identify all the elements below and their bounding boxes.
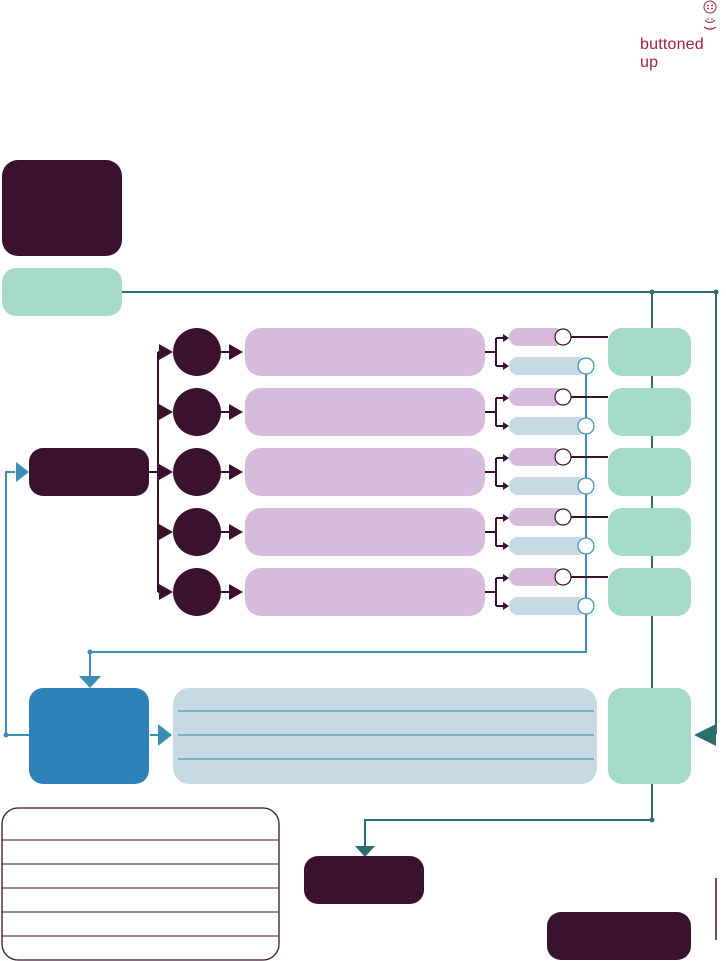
- outcome-yes-node: [554, 568, 572, 586]
- connector-dot: [713, 289, 719, 295]
- arrow-right-icon: [158, 724, 172, 746]
- notes-panel: [173, 688, 597, 784]
- result-block: [608, 328, 691, 376]
- connector-dot: [3, 732, 9, 738]
- button-face-logo-icon: [698, 0, 724, 34]
- outcome-no-tag: [509, 477, 587, 495]
- outcome-yes-tag: [509, 328, 564, 346]
- outcome-yes-node: [554, 328, 572, 346]
- branch-row-1: [158, 328, 691, 376]
- step-circle: [173, 328, 221, 376]
- arrow-left-icon: [694, 724, 716, 746]
- outcome-no-tag: [509, 597, 587, 615]
- arrow-down-icon: [355, 846, 375, 857]
- outcome-no-node: [577, 537, 595, 555]
- footer-block: [547, 912, 691, 960]
- step-description-block: [245, 328, 485, 376]
- start-block: [2, 268, 122, 316]
- outcome-no-node: [577, 477, 595, 495]
- outcome-no-node: [577, 597, 595, 615]
- result-block: [608, 568, 691, 616]
- hub-block: [29, 448, 149, 496]
- branch-row-4: [158, 508, 691, 556]
- outcome-no-tag: [509, 537, 587, 555]
- step-circle: [173, 388, 221, 436]
- outcome-yes-node: [554, 388, 572, 406]
- outcome-no-tag: [509, 357, 587, 375]
- step-description-block: [245, 568, 485, 616]
- branch-row-3: [158, 448, 691, 496]
- final-result-block: [608, 688, 691, 784]
- end-block: [304, 856, 424, 904]
- outcome-no-tag: [509, 417, 587, 435]
- review-block: [29, 688, 149, 784]
- step-circle: [173, 508, 221, 556]
- branch-trunk: [149, 352, 159, 592]
- arrow-down-icon: [79, 676, 101, 688]
- connector-dot: [649, 289, 655, 295]
- blue-feedback-line: [5, 365, 587, 736]
- arrow-right-icon: [16, 462, 29, 482]
- outcome-no-node: [577, 357, 595, 375]
- branch-row-5: [158, 568, 691, 616]
- outcome-yes-node: [554, 508, 572, 526]
- outcome-yes-tag: [509, 508, 564, 526]
- step-circle: [173, 448, 221, 496]
- step-circle: [173, 568, 221, 616]
- legend-table: [1, 807, 280, 961]
- outcome-no-node: [577, 417, 595, 435]
- step-description-block: [245, 508, 485, 556]
- outcome-yes-node: [554, 448, 572, 466]
- result-block: [608, 448, 691, 496]
- step-description-block: [245, 388, 485, 436]
- outcome-yes-tag: [509, 448, 564, 466]
- outcome-yes-tag: [509, 388, 564, 406]
- connector-dot: [649, 817, 655, 823]
- step-description-block: [245, 448, 485, 496]
- result-block: [608, 388, 691, 436]
- header-block: [2, 160, 122, 256]
- outcome-yes-tag: [509, 568, 564, 586]
- branch-row-2: [158, 388, 691, 436]
- result-block: [608, 508, 691, 556]
- brand-name: buttoned up: [640, 36, 704, 71]
- connector-dot: [87, 649, 93, 655]
